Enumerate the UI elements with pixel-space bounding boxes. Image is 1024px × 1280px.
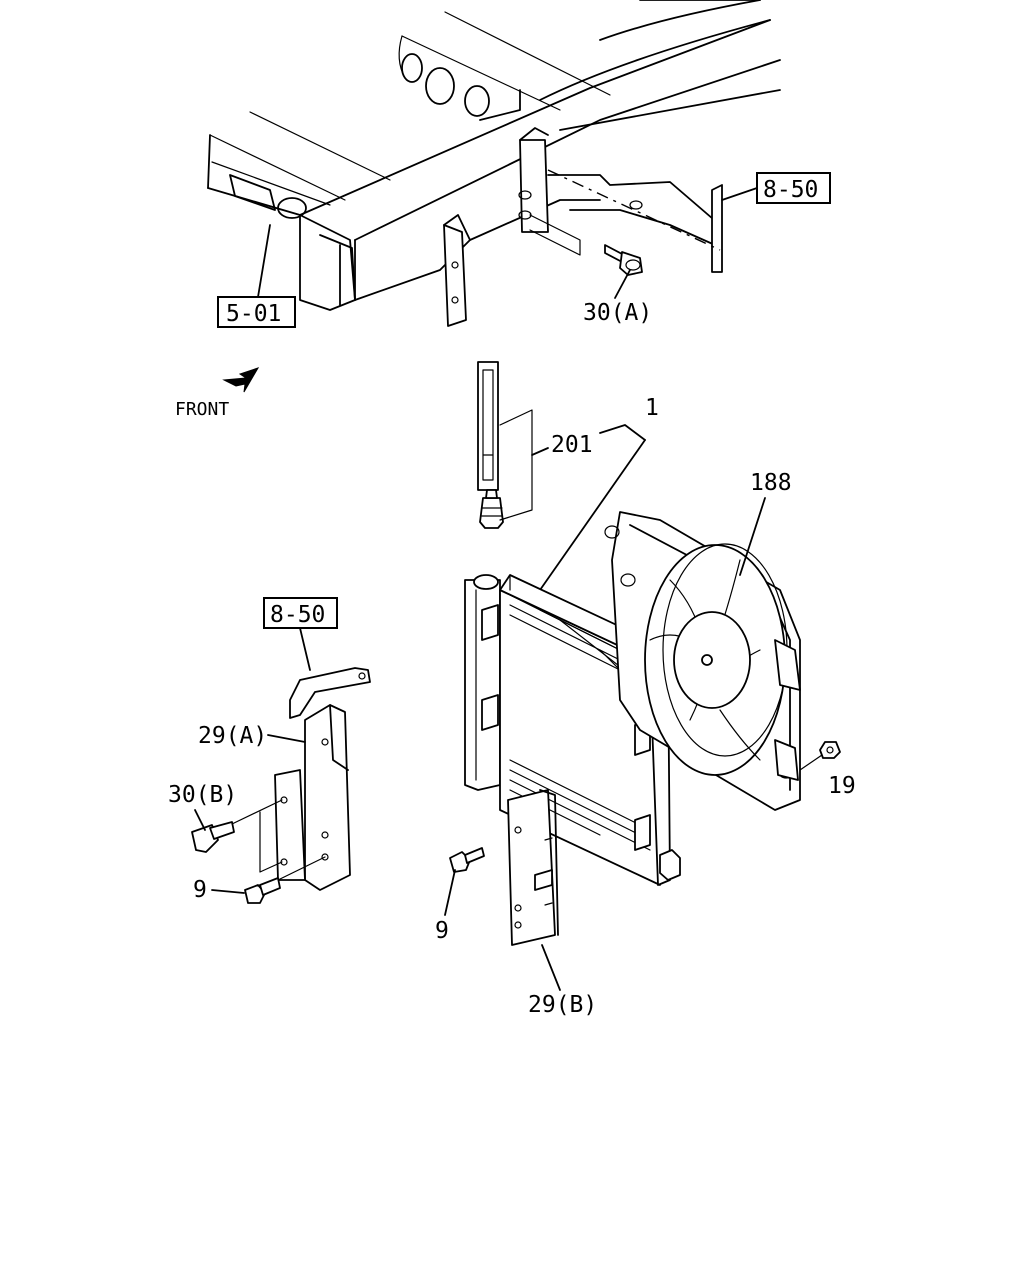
callout-part-9-right[interactable]: 9 <box>435 869 456 944</box>
callout-bolt-30a[interactable]: 30(A) <box>583 269 652 326</box>
front-arrow-icon <box>222 367 260 393</box>
ref-5-01-label: 5-01 <box>226 301 281 327</box>
callout-ref-5-01[interactable]: 5-01 <box>217 224 296 328</box>
part-188-label: 188 <box>750 470 792 496</box>
part-19-label: 19 <box>828 773 856 799</box>
front-label: FRONT <box>175 399 229 420</box>
bolt-9-right-icon <box>449 847 485 873</box>
bolt-9-left-icon <box>244 856 326 904</box>
bolt-30a-icon <box>604 244 643 276</box>
frame-crossmember <box>207 0 781 327</box>
callout-part-19[interactable]: 19 <box>828 773 856 799</box>
ref-8-50-left-label: 8-50 <box>270 602 325 628</box>
bracket-29b <box>507 789 559 946</box>
callout-part-188[interactable]: 188 <box>739 470 792 576</box>
part-1-label: 1 <box>645 395 659 421</box>
part-29a-label: 29(A) <box>198 723 267 749</box>
fan-assembly-188 <box>604 511 801 811</box>
bolt-30b-icon <box>191 799 283 873</box>
callout-part-1[interactable]: 1 <box>539 395 659 591</box>
part-9-left-label: 9 <box>193 877 207 903</box>
callout-part-29a[interactable]: 29(A) <box>198 723 306 749</box>
bolt-30b-label: 30(B) <box>168 782 237 808</box>
part-201-label: 201 <box>551 432 593 458</box>
part-9-right-label: 9 <box>435 918 449 944</box>
bracket-29a <box>274 704 351 891</box>
callout-ref-8-50-left[interactable]: 8-50 <box>263 597 338 671</box>
callout-ref-8-50-top[interactable]: 8-50 <box>721 172 831 204</box>
callout-part-29b[interactable]: 29(B) <box>528 944 597 1018</box>
receiver-drier-201 <box>477 361 549 529</box>
ref-8-50-top-label: 8-50 <box>763 177 818 203</box>
part-29b-label: 29(B) <box>528 992 597 1018</box>
bolt-30a-label: 30(A) <box>583 300 652 326</box>
callout-part-201[interactable]: 201 <box>551 432 593 458</box>
callout-part-9-left[interactable]: 9 <box>193 877 245 903</box>
bracket-8-50-part <box>289 667 371 719</box>
callout-bolt-30b[interactable]: 30(B) <box>168 782 237 831</box>
nut-19-icon <box>799 741 841 771</box>
